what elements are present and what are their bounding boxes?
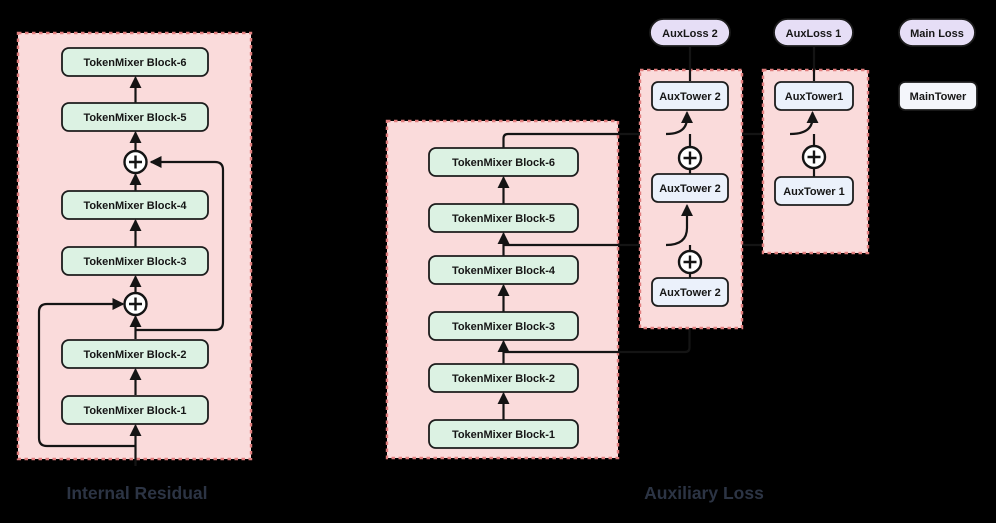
aux-tower-label: AuxTower1 xyxy=(785,91,843,103)
merge-plus-icon xyxy=(123,149,148,175)
aux-tower-1-column: AuxTower1 AuxTower 1 xyxy=(761,47,870,255)
tokenmixer-block xyxy=(428,147,579,177)
auxiliary-loss-backbone-group: TokenMixer Block-6 TokenMixer Block-5 To… xyxy=(385,119,868,503)
residual-path-left xyxy=(37,298,136,448)
tokenmixer-block-label: TokenMixer Block-5 xyxy=(83,112,186,124)
main-tower-label: MainTower xyxy=(910,91,967,103)
branch-line-block2 xyxy=(503,308,696,354)
auxloss-1-pill xyxy=(773,18,854,47)
tokenmixer-block xyxy=(428,203,579,233)
merge-plus-icon xyxy=(801,144,827,170)
merge-plus-icon xyxy=(123,291,148,317)
merge-plus-icon xyxy=(677,249,703,275)
tokenmixer-block-label: TokenMixer Block-2 xyxy=(83,349,186,361)
residual-path-right xyxy=(135,156,225,332)
loss-row: AuxLoss 2 AuxLoss 1 Main Loss MainTower xyxy=(649,18,978,111)
tokenmixer-block-label: TokenMixer Block-3 xyxy=(452,321,555,333)
tokenmixer-block xyxy=(61,246,209,276)
aux-tower-label: AuxTower 2 xyxy=(659,183,721,195)
tokenmixer-block-label: TokenMixer Block-1 xyxy=(83,405,186,417)
aux-tower-label: AuxTower 2 xyxy=(659,91,721,103)
tokenmixer-block xyxy=(61,339,209,369)
tokenmixer-block-label: TokenMixer Block-6 xyxy=(83,57,186,69)
tokenmixer-block xyxy=(428,363,579,393)
tokenmixer-block-label: TokenMixer Block-6 xyxy=(452,157,555,169)
aux-tower-box xyxy=(774,81,854,111)
aux-tower-box xyxy=(774,176,854,206)
main-tower-box xyxy=(898,81,978,111)
aux-tower-box xyxy=(651,173,729,203)
tokenmixer-block xyxy=(61,102,209,132)
internal-residual-title: Internal Residual xyxy=(66,483,207,503)
tokenmixer-block-label: TokenMixer Block-3 xyxy=(83,256,186,268)
tokenmixer-block xyxy=(428,311,579,341)
branch-up-arrow xyxy=(665,111,693,136)
tokenmixer-block xyxy=(428,255,579,285)
auxiliary-loss-title: Auxiliary Loss xyxy=(644,483,764,503)
tokenmixer-block xyxy=(61,395,209,425)
aux-tower-label: AuxTower 1 xyxy=(783,186,845,198)
tokenmixer-block-label: TokenMixer Block-1 xyxy=(452,429,555,441)
tokenmixer-block-label: TokenMixer Block-4 xyxy=(83,200,187,212)
merge-plus-icon xyxy=(677,145,703,171)
tokenmixer-block xyxy=(428,419,579,449)
branch-line-block6 xyxy=(502,132,868,148)
main-loss-pill xyxy=(898,18,976,47)
auxloss-2-pill xyxy=(649,18,731,47)
auxloss-1-label: AuxLoss 1 xyxy=(786,28,842,40)
main-loss-label: Main Loss xyxy=(910,28,964,40)
aux-tower-label: AuxTower 2 xyxy=(659,287,721,299)
tokenmixer-block-label: TokenMixer Block-4 xyxy=(452,265,556,277)
branch-up-arrow xyxy=(789,111,819,136)
aux-tower-2-column: AuxTower 2 AuxTower 2 AuxTower 2 xyxy=(638,47,744,330)
tokenmixer-block-label: TokenMixer Block-2 xyxy=(452,373,555,385)
tokenmixer-block-label: TokenMixer Block-5 xyxy=(452,213,555,225)
tokenmixer-block xyxy=(61,47,209,77)
auxloss-2-label: AuxLoss 2 xyxy=(662,28,718,40)
tokenmixer-block xyxy=(61,190,209,220)
internal-residual-group: TokenMixer Block-6 TokenMixer Block-5 To… xyxy=(16,31,253,503)
branch-up-arrow xyxy=(665,204,693,247)
aux-tower-box xyxy=(651,81,729,111)
aux-tower-box xyxy=(651,277,729,307)
